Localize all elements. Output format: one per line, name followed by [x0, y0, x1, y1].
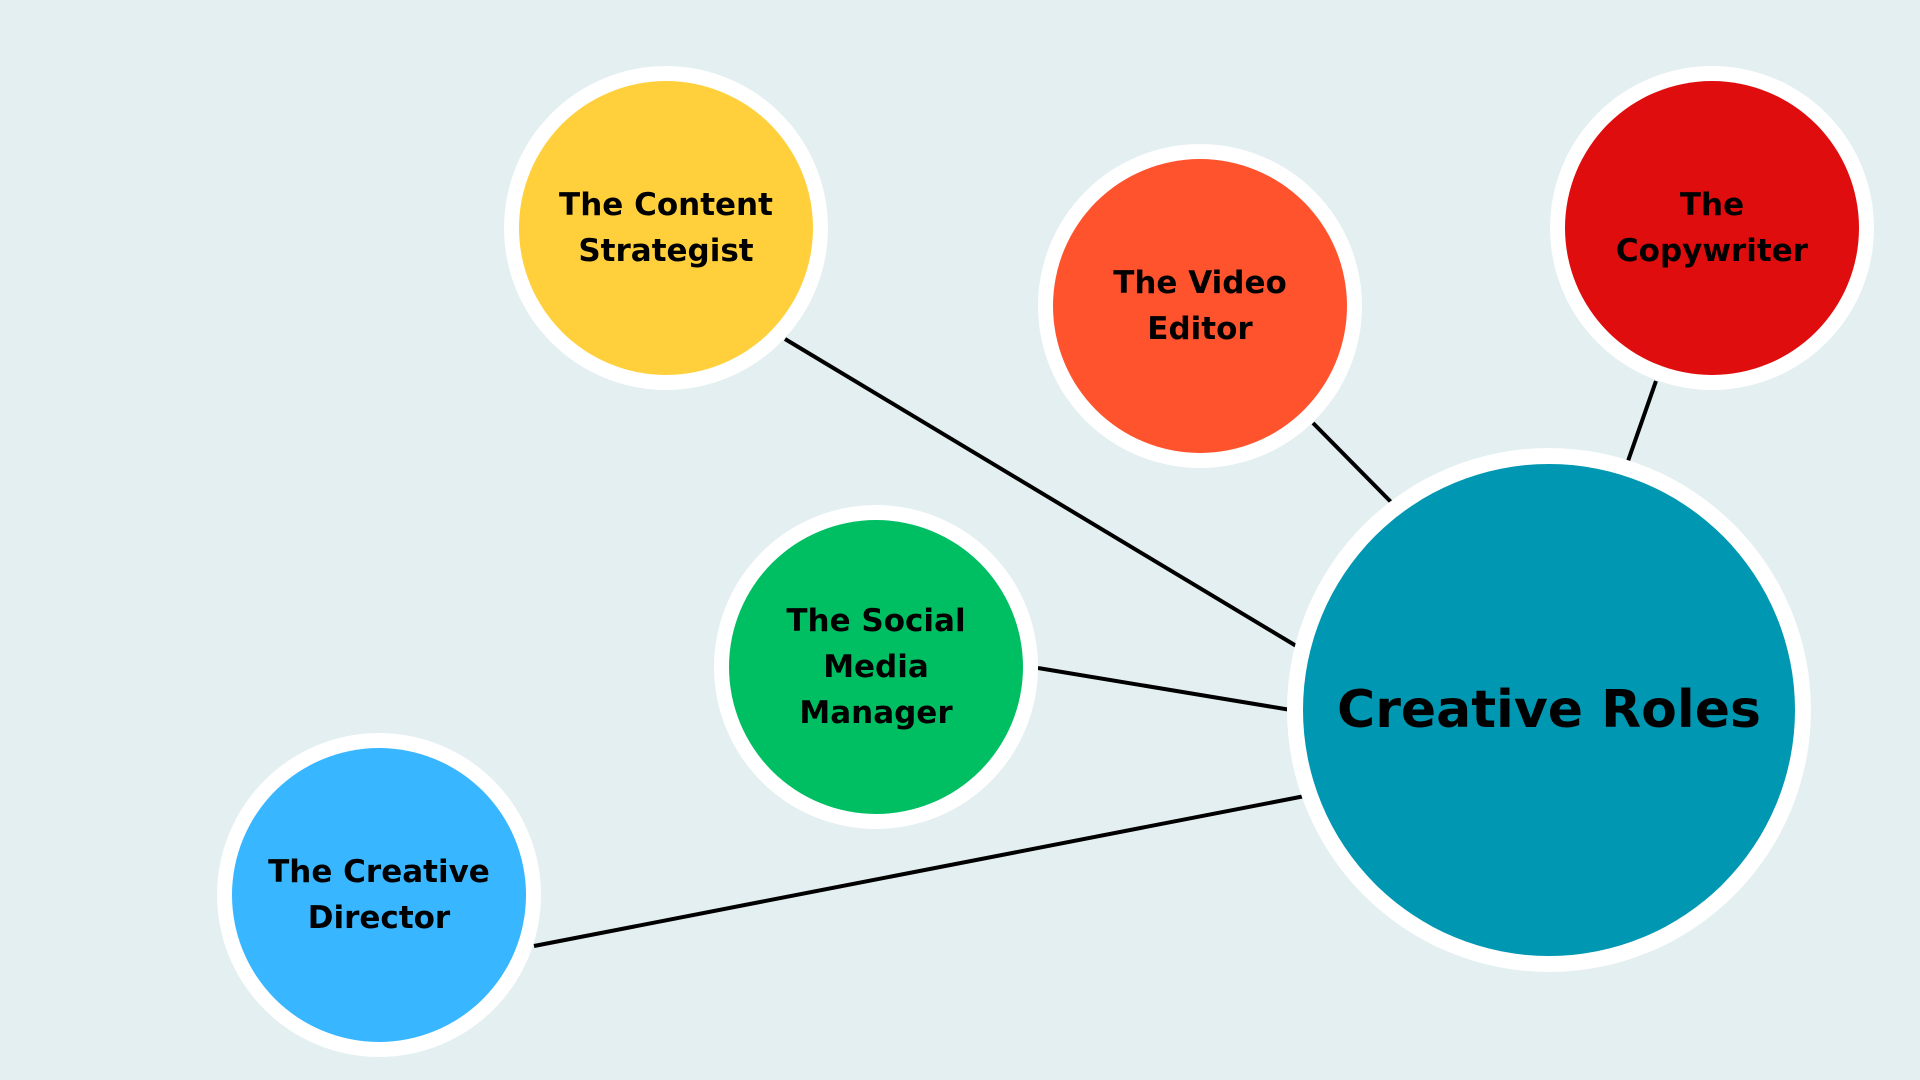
role-label-line: The Social: [786, 603, 965, 639]
node-circle-video-editor: [1053, 159, 1347, 453]
role-label-line: Director: [308, 900, 451, 936]
connector-social-media-manager: [1037, 666, 1292, 712]
connector-copywriter: [1626, 380, 1658, 462]
role-label-line: The Content: [559, 187, 773, 223]
connector-video-editor: [1311, 421, 1394, 505]
node-creative-roles: Creative Roles: [1287, 448, 1811, 972]
central-label: Creative Roles: [1337, 680, 1761, 740]
node-circle-creative-roles: [1303, 464, 1795, 956]
node-circle-content-strategist: [519, 81, 813, 375]
connector-creative-director: [533, 794, 1306, 948]
connectors: [533, 337, 1658, 948]
role-label-line: Media: [823, 649, 929, 685]
connector-content-strategist: [783, 337, 1300, 649]
role-label-line: The: [1680, 187, 1744, 223]
role-label-line: Strategist: [578, 233, 753, 269]
role-label-line: The Video: [1113, 265, 1287, 301]
role-label-line: Manager: [799, 695, 953, 731]
node-circle-creative-director: [232, 748, 526, 1042]
role-label-line: Copywriter: [1616, 233, 1809, 269]
role-label-line: Editor: [1147, 311, 1253, 347]
role-label-line: The Creative: [268, 854, 490, 890]
node-circle-social-media-manager: [729, 520, 1023, 814]
node-circle-copywriter: [1565, 81, 1859, 375]
